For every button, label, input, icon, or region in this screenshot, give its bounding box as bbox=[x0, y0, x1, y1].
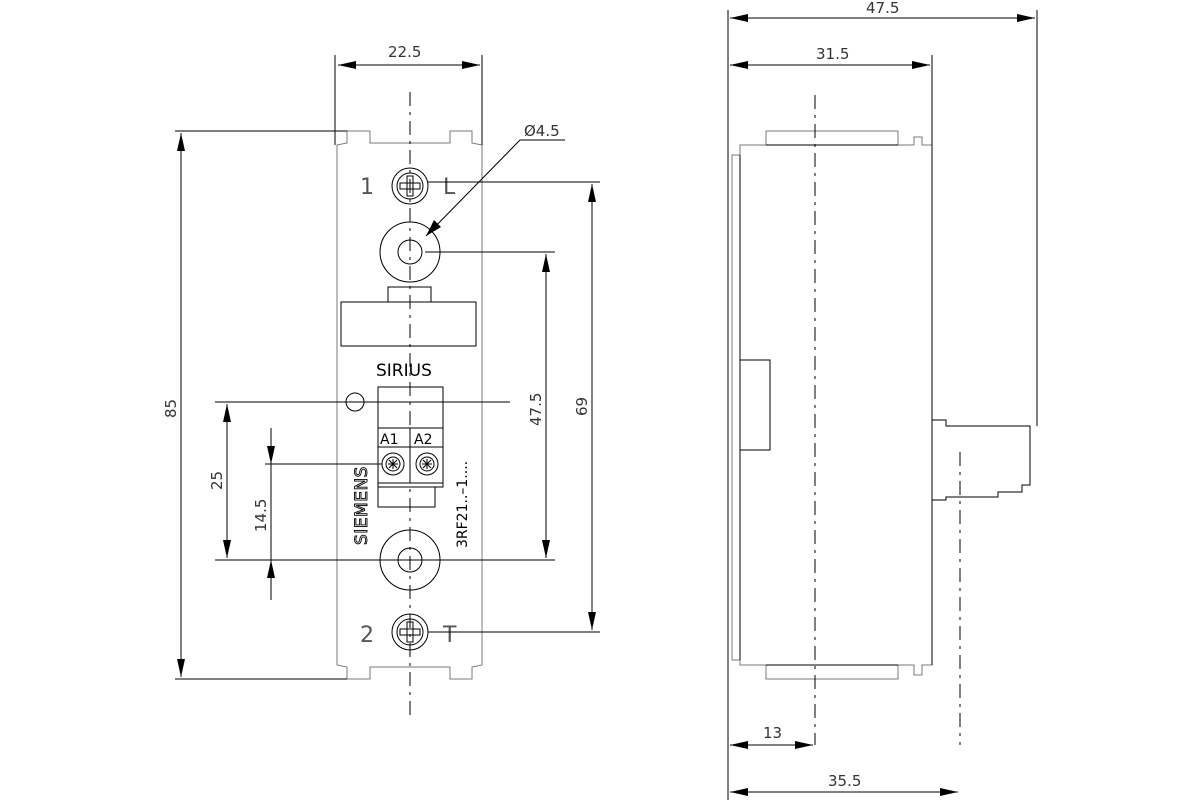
front-view: 1 L SIRIUS A1 A2 SIEMENS 3RF21..–1.... bbox=[175, 55, 600, 715]
dim-side-total-depth: 47.5 bbox=[866, 0, 899, 17]
dim-control-offset: 14.5 bbox=[252, 499, 270, 532]
terminal-2-screw-icon bbox=[391, 613, 429, 651]
heatsink-block bbox=[340, 301, 477, 347]
side-control-terminal bbox=[932, 419, 1031, 501]
dim-side-rear-depth: 35.5 bbox=[828, 772, 861, 790]
terminal-1-letter: L bbox=[443, 175, 456, 200]
control-a2-screw-icon bbox=[415, 452, 439, 476]
dim-front-height: 85 bbox=[162, 399, 180, 418]
front-body-outline bbox=[336, 130, 483, 680]
side-body-outline bbox=[731, 130, 933, 680]
terminal-1-number: 1 bbox=[360, 175, 374, 200]
control-a1-label: A1 bbox=[380, 432, 398, 448]
series-name: SIRIUS bbox=[376, 361, 432, 381]
side-dimensions: 47.5 31.5 13 35.5 bbox=[730, 0, 1035, 796]
control-a1-screw-icon bbox=[381, 452, 405, 476]
dim-side-centerline-depth: 13 bbox=[763, 724, 782, 742]
dim-front-width: 22.5 bbox=[388, 43, 421, 61]
dim-hole-diameter: Ø4.5 bbox=[524, 122, 560, 140]
terminal-2-letter: T bbox=[442, 623, 457, 648]
dim-terminal-spacing: 69 bbox=[573, 397, 591, 416]
dim-control-to-hole: 25 bbox=[208, 471, 226, 490]
control-a2-label: A2 bbox=[414, 432, 432, 448]
brand-logo: SIEMENS bbox=[352, 466, 372, 545]
terminal-2-number: 2 bbox=[360, 623, 374, 648]
order-number: 3RF21..–1.... bbox=[455, 461, 471, 548]
din-clip bbox=[739, 359, 771, 451]
dim-hole-spacing: 47.5 bbox=[527, 393, 545, 426]
dim-side-body-depth: 31.5 bbox=[816, 45, 849, 63]
side-view bbox=[727, 10, 1038, 800]
front-dimensions: 22.5 85 69 47.5 25 14.5 Ø4.5 bbox=[162, 43, 596, 677]
